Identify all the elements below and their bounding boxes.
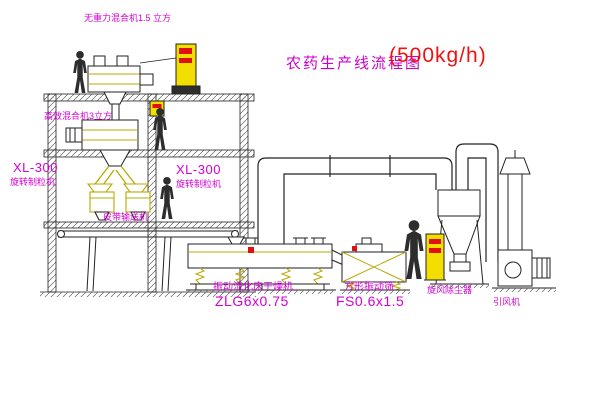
red-marker: [248, 247, 254, 253]
granulator-right: [122, 183, 151, 221]
steel-structure: [40, 93, 256, 297]
exhaust-duct: [257, 155, 453, 244]
label-dryer-model: ZLG6x0.75: [215, 293, 289, 309]
high-efficiency-mixer: [65, 119, 139, 167]
y-splitter-pipe: [94, 165, 136, 186]
label-cyclone: 旋风除尘器: [427, 285, 473, 295]
exhaust-stack: [499, 150, 531, 250]
label-granulator-left-model: XL-300: [13, 160, 58, 175]
belt-conveyor-machine: [57, 230, 239, 292]
red-marker: [352, 246, 357, 251]
red-marker: [429, 248, 441, 253]
diagram-capacity: (500kg/h): [389, 44, 487, 67]
square-vibrating-sieve: [340, 237, 410, 294]
worker-ground: [404, 220, 424, 279]
fluid-bed-dryer: [186, 236, 336, 294]
induced-draft-fan-machine: [492, 249, 556, 292]
worker-third-level: [160, 177, 174, 219]
bucket-elevator: [139, 43, 201, 95]
label-belt-conveyor: 皮带输送机: [103, 212, 149, 222]
label-granulator-left-name: 旋转制粒机: [10, 177, 56, 187]
cyclone-separator: [430, 189, 489, 288]
label-fan: 引风机: [493, 297, 521, 307]
diagram-title: 农药生产线流程图: [286, 55, 423, 72]
label-sieve-model: FS0.6x1.5: [336, 293, 405, 309]
label-dryer-name: 振动流化床干燥机: [213, 282, 293, 293]
red-marker: [179, 48, 192, 54]
label-granulator-right-name: 旋转制粒机: [176, 179, 222, 189]
gravity-mixer: [87, 55, 154, 120]
granulator-left: [86, 183, 115, 221]
fan-inlet-duct: [455, 143, 499, 262]
red-marker: [429, 239, 441, 244]
label-gravity-mixer: 无重力混合机1.5 立方: [84, 13, 172, 23]
label-sieve-name: 方形振动筛: [344, 282, 394, 293]
red-marker: [179, 58, 192, 63]
label-high-mixer: 高效混合机3立方: [44, 111, 113, 121]
control-cabinet: [424, 233, 446, 281]
label-granulator-right-model: XL-300: [176, 162, 221, 177]
worker-top-platform: [73, 51, 87, 93]
red-marker: [152, 104, 162, 108]
